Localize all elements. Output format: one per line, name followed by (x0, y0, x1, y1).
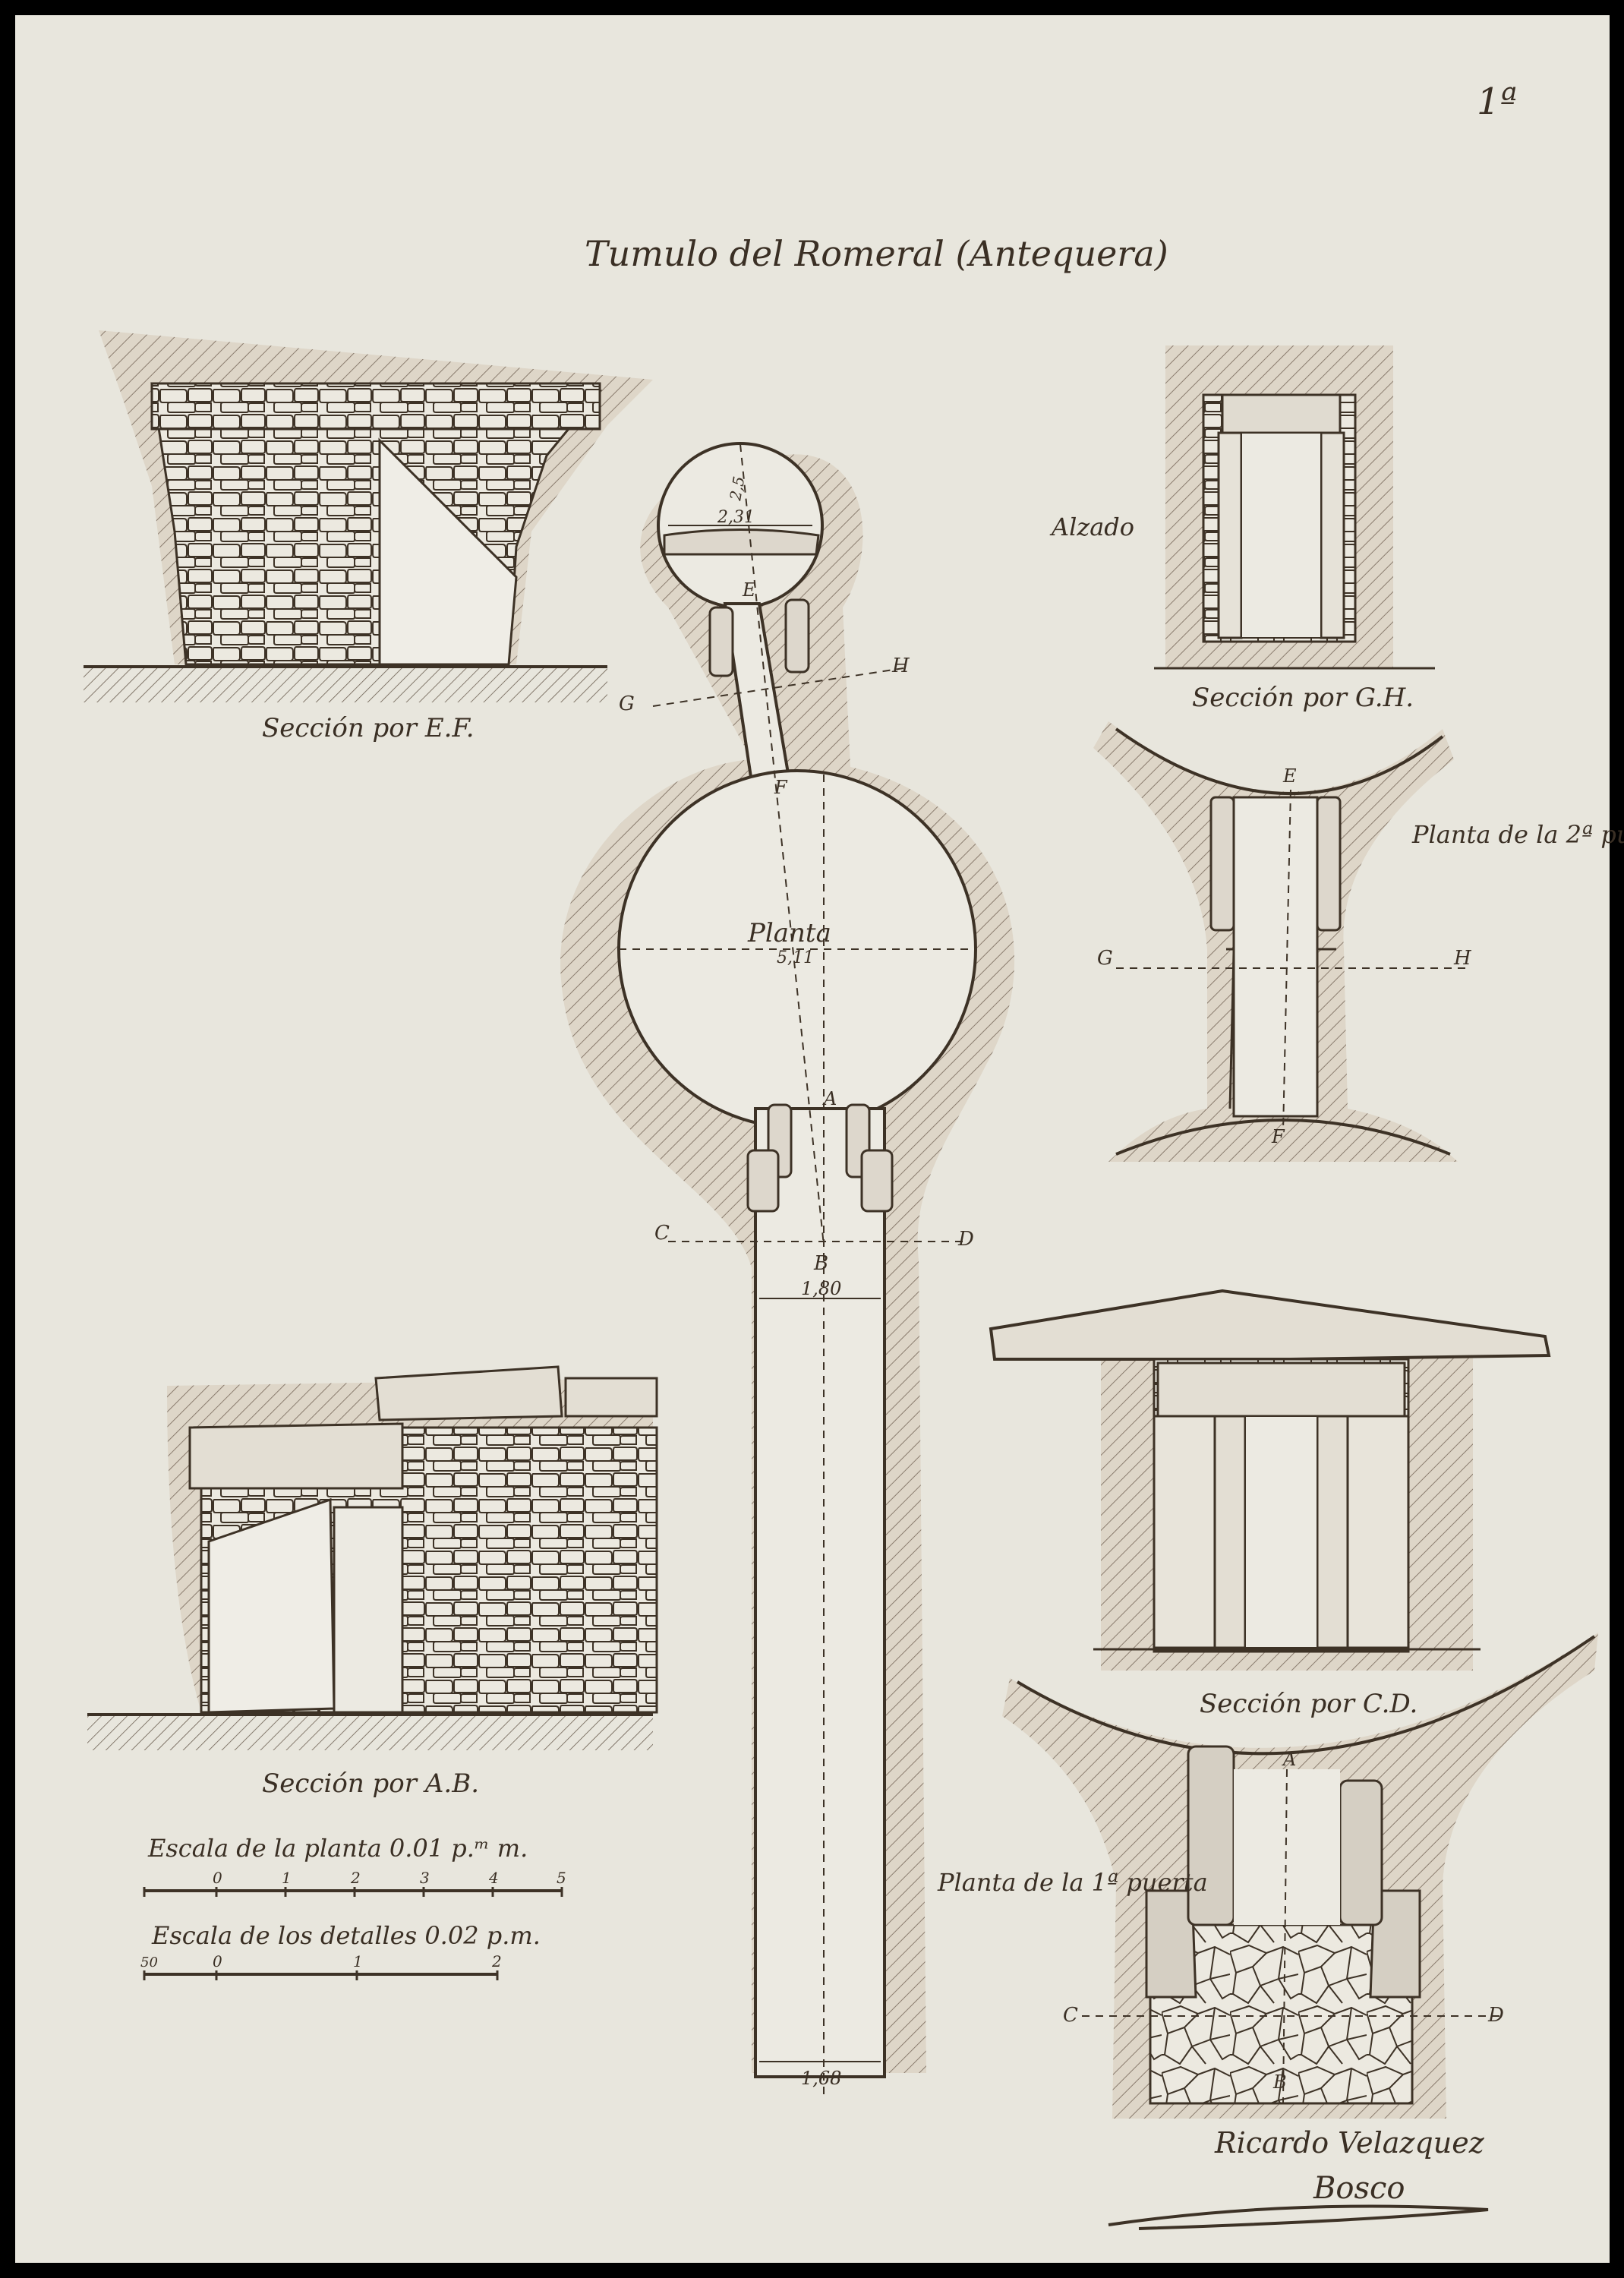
plan-label: Planta (747, 918, 831, 948)
details-scale-tick-50: 50 (140, 1955, 158, 1970)
signature: Ricardo Velazquez Bosco (1108, 2126, 1489, 2230)
details-scale-tick-2: 2 (491, 1952, 502, 1970)
plan-first-door-drawing (1002, 1633, 1598, 2119)
section-gh-drawing (1154, 345, 1435, 670)
point-a-plan: A (822, 1088, 837, 1109)
point-e-plan: E (742, 579, 756, 601)
dim-large-chamber: 5,11 (777, 948, 814, 967)
plan-scale-tick-1: 1 (282, 1869, 292, 1887)
plan-scale-tick-2: 2 (350, 1869, 361, 1887)
section-gh-label: Sección por G.H. (1192, 683, 1414, 713)
section-cd-label: Sección por C.D. (1200, 1689, 1417, 1719)
point-d-door1: D (1487, 2004, 1504, 2027)
point-g-door2: G (1097, 947, 1113, 970)
tomb-plan (560, 442, 1015, 2096)
point-b-door1: B (1272, 2071, 1287, 2093)
plan-second-door-text: Planta de la 2ª puerta (1411, 820, 1624, 849)
signature-line-1: Ricardo Velazquez (1214, 2126, 1485, 2160)
point-e-door2: E (1282, 765, 1297, 787)
point-b-plan: B (813, 1252, 828, 1275)
section-ef-drawing (84, 330, 653, 702)
plan-scale (143, 1887, 563, 1897)
point-f-door2: F (1271, 1126, 1285, 1147)
details-scale (143, 1970, 499, 1980)
section-cd-drawing (989, 1289, 1551, 1671)
details-scale-label: Escala de los detalles 0.02 p.m. (151, 1921, 541, 1950)
details-scale-tick-1: 1 (353, 1952, 363, 1970)
point-d-plan: D (957, 1228, 974, 1251)
plan-scale-tick-0: 0 (213, 1869, 222, 1887)
dim-corridor-bottom: 1,68 (801, 2068, 841, 2089)
point-g-plan: G (619, 693, 635, 715)
plan-scale-tick-4: 4 (488, 1869, 499, 1887)
signature-line-2: Bosco (1313, 2171, 1405, 2206)
dim-corridor-top: 1,80 (801, 1278, 841, 1299)
details-scale-tick-0: 0 (213, 1952, 222, 1970)
point-h-plan: H (891, 655, 910, 677)
plan-second-door-label: Planta de la 2ª puerta (1411, 820, 1624, 849)
dim-small-chamber-depth: 2,5 (726, 475, 748, 502)
section-ab-label: Sección por A.B. (262, 1768, 479, 1799)
sheet-title: Tumulo del Romeral (Antequera) (585, 233, 1168, 274)
plan-scale-tick-3: 3 (420, 1869, 430, 1887)
plan-second-door-drawing (1093, 721, 1465, 1162)
plan-first-door-text: Planta de la 1ª puerta (937, 1868, 1208, 1897)
point-c-door1: C (1063, 2004, 1078, 2027)
section-ab-drawing (87, 1365, 658, 1750)
plan-scale-label: Escala de la planta 0.01 p.ᵐ m. (147, 1834, 528, 1863)
point-a-door1: A (1282, 1749, 1296, 1770)
elevation-label: Alzado (1049, 513, 1134, 541)
point-f-plan: F (774, 777, 788, 798)
dim-small-chamber-width: 2,31 (717, 508, 755, 527)
plan-scale-tick-5: 5 (557, 1869, 566, 1887)
sheet-number: 1ª (1477, 80, 1517, 123)
section-ef-label: Sección por E.F. (262, 713, 475, 743)
point-c-plan: C (654, 1222, 670, 1245)
point-h-door2: H (1453, 947, 1472, 970)
